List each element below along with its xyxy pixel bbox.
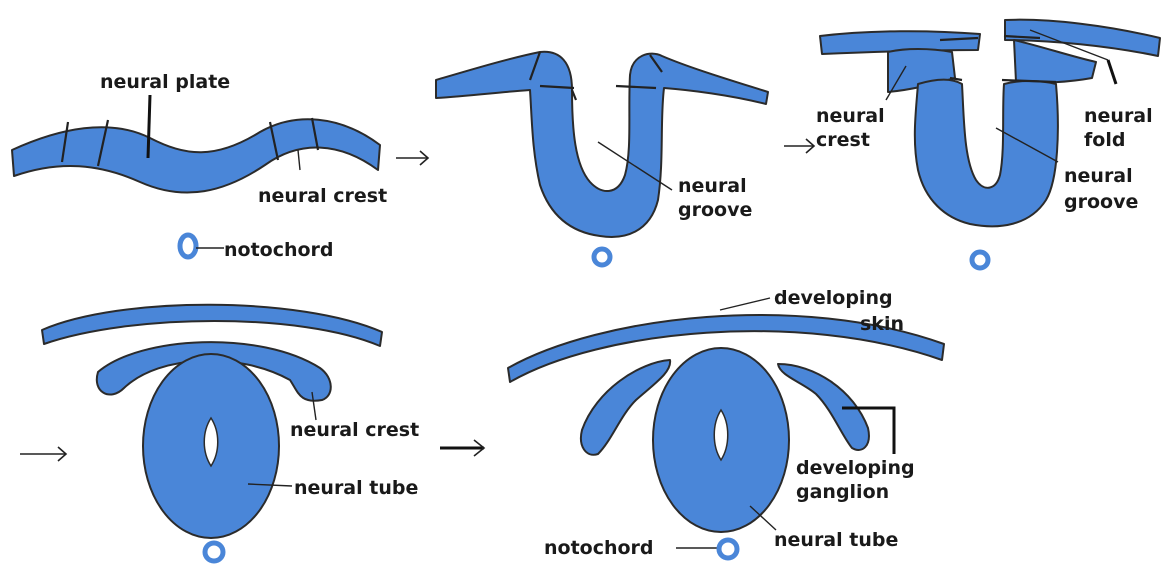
neural-groove-shape [915,80,1058,227]
notochord-circle [719,540,737,558]
label-neural-groove-1: neural [678,175,747,197]
arrow-icon [784,139,814,153]
neural-crest-leader [298,150,300,170]
label-neural-plate: neural plate [100,71,230,93]
label-developing-ganglion-1: developing [796,457,915,479]
surface-ectoderm [42,305,382,346]
label-notochord: notochord [544,537,654,559]
arrow-icon [20,447,66,461]
label-neural-tube: neural tube [774,529,898,551]
label-neural-fold-2: fold [1084,129,1125,151]
right-neural-fold [1014,40,1096,83]
arrow-icon [396,151,428,165]
notochord-circle [205,543,223,561]
label-neural-crest: neural crest [290,419,419,441]
label-developing-ganglion-2: ganglion [796,481,889,503]
panel-neural-fold-stage: neural crest neural fold neural groove [816,20,1160,268]
notochord-circle [594,249,610,265]
label-notochord: notochord [224,239,334,261]
label-developing-skin-1: developing [774,287,893,309]
notochord-circle [972,252,988,268]
panel-neural-plate-stage: neural plate neural crest notochord [12,71,387,261]
arrow-icon [440,440,484,456]
label-developing-skin-2: skin [860,313,904,335]
panel-neural-tube-stage: neural crest neural tube [42,305,419,561]
panel-neural-groove-stage: neural groove [436,52,768,265]
neural-plate-leader [148,95,150,158]
label-neural-crest: neural crest [258,185,387,207]
label-neural-groove-2: groove [678,199,752,221]
panel-developing-ganglion-stage: developing skin developing ganglion neur… [508,287,944,559]
label-neural-fold-1: neural [1084,105,1153,127]
developing-skin-leader [720,298,770,310]
label-neural-crest-1: neural [816,105,885,127]
notochord-circle [180,235,196,257]
label-neural-groove-1: neural [1064,165,1133,187]
label-neural-tube: neural tube [294,477,418,499]
label-neural-groove-2: groove [1064,191,1138,213]
label-neural-crest-2: crest [816,129,870,151]
neural-fold-leader-heavy [1108,60,1116,84]
